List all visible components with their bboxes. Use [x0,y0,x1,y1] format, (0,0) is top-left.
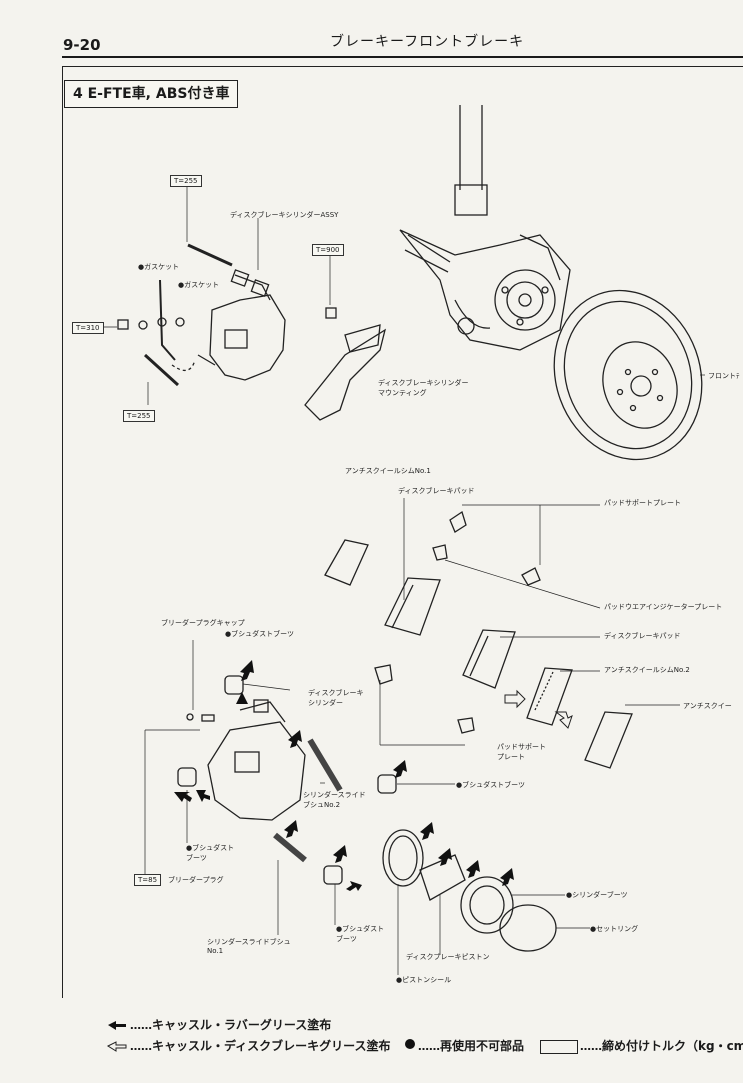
lower-caliper [207,699,306,821]
torque-label: T=310 [72,322,104,334]
legend-dots: …… [130,1040,152,1053]
label-cylinder: ディスクブレーキ シリンダー [308,689,364,707]
label-slide-bush-1: シリンダースライドブシュ No.1 [207,938,291,955]
brake-disc [553,289,703,461]
mounting-bracket [304,328,387,421]
label-bushing-boot: ●ブシュダスト ブーツ [336,925,385,943]
label-bushing-boot: ●ブシュダスト ブーツ [186,844,235,862]
legend-dots: …… [130,1019,152,1032]
label-bleeder-plug: ブリーダープラグ [168,876,224,884]
label-slide-bush-2: シリンダースライド ブシュNo.2 [303,791,366,809]
label-pad-right: ディスクブレーキパッド [604,632,681,640]
label-bushing-boot: ●ブシュダストブーツ [456,781,525,789]
anti-squeal-shim-1 [324,539,369,586]
label-gasket: ●ガスケット [178,281,220,289]
frame-top-rule [62,66,743,67]
torque-box-icon [540,1039,578,1054]
label-pad-support-bottom: パッドサポート プレート [497,743,546,761]
legend-marks [108,1021,126,1030]
label-set-ring: ●セットリング [590,925,639,933]
disc-pad-right [462,629,516,689]
label-piston: ディスクブレーキピストン [406,953,490,961]
header-rule [62,56,743,58]
grease-arrows [174,660,514,891]
torque-label: T=900 [312,244,344,256]
disc-pad-top [384,577,441,636]
label-cylinder-boot: ●シリンダーブーツ [566,891,628,899]
label-pad-support-top: パッドサポートプレート [604,499,681,507]
torque-label: T=85 [134,874,162,886]
label-shim-1: アンチスクイールシムNo.1 [345,467,431,475]
label-cylinder-assy: ディスクブレーキシリンダーASSY [230,211,339,219]
label-shim-2: アンチスクイールシムNo.2 [604,666,690,674]
label-anti-squeal-edge: アンチスクイー [683,702,732,710]
label-piston-seal: ●ピストンシール [396,976,452,984]
torque-label: T=255 [170,175,202,187]
top-caliper [197,269,286,381]
legend-rubber-grease: ……キャッスル・ラバーグリース塗布 [130,1018,332,1032]
legend-disc-grease: ……キャッスル・ディスクブレーキグリース塗布 [130,1039,391,1053]
torque-label: T=255 [123,410,155,422]
label-wear-indicator: パッドウエアインジケータープレート [604,603,723,611]
knuckle-assembly [399,105,571,351]
legend-torque: ……締め付けトルク（kg・cm） [532,1037,743,1054]
section-title: 4 E-FTE車, ABS付き車 [64,80,239,108]
frame-left-rule [62,66,63,998]
legend-non-reusable: ……再使用不可部品 [418,1039,525,1053]
label-bushing-boot: ●ブシュダストブーツ [225,630,294,638]
label-gasket: ●ガスケット [138,263,180,271]
label-front-disc: フロントﾃ [708,372,740,380]
legend-dots: …… [418,1040,440,1053]
label-mounting: ディスクブレーキシリンダー マウンティング [378,379,469,397]
anti-squeal-shim-2 [526,667,573,726]
legend-dots: …… [580,1040,602,1053]
page-header: ブレーキーフロントブレーキ [330,34,525,50]
label-pad-top: ディスクブレーキパッド [398,487,475,495]
label-bleeder-cap: ブリーダープラグキャップ [161,619,245,627]
page-number: 9-20 [63,36,101,54]
